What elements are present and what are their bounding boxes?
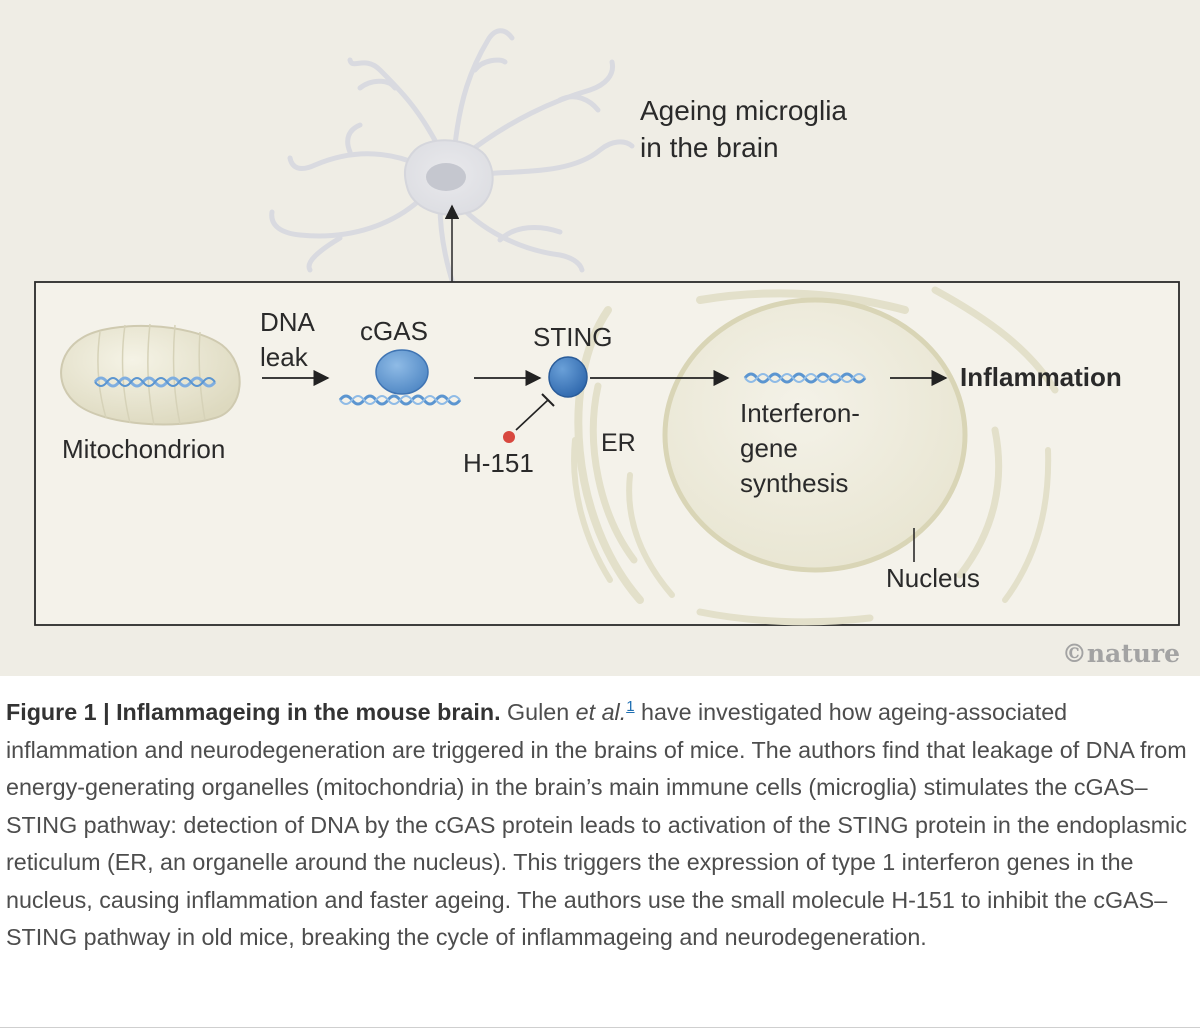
mitochondrion <box>60 323 241 426</box>
mitochondrion-label: Mitochondrion <box>62 434 225 464</box>
interferon-label-line3: synthesis <box>740 468 848 498</box>
cgas-protein <box>375 349 429 395</box>
inset-box <box>34 281 1180 626</box>
inflammation-label: Inflammation <box>960 362 1122 392</box>
microglia-label-line2: in the brain <box>640 132 779 163</box>
nucleus <box>662 297 968 573</box>
interferon-label-line1: Interferon- <box>740 398 860 428</box>
nature-credit: ©nature <box>1062 639 1180 668</box>
microglia-cell <box>269 28 635 293</box>
pathway-diagram: Ageing microglia in the brain Mitochondr… <box>34 28 1180 668</box>
figure-panel: Ageing microglia in the brain Mitochondr… <box>0 0 1200 676</box>
cgas-label: cGAS <box>360 316 428 346</box>
nucleus-label: Nucleus <box>886 563 980 593</box>
h151-molecule <box>503 431 515 443</box>
h151-label: H-151 <box>463 448 534 478</box>
er-label: ER <box>601 429 636 457</box>
caption-text-body: have investigated how ageing-associated … <box>6 699 1187 950</box>
interferon-label-line2: gene <box>740 433 798 463</box>
figure-caption: Figure 1 | Inflammageing in the mouse br… <box>6 694 1192 957</box>
dna-leak-label-line1: DNA <box>260 307 316 337</box>
caption-italic: et al. <box>575 699 627 725</box>
sting-label: STING <box>533 322 612 352</box>
inhibition-bar <box>541 393 555 407</box>
inhibition-line <box>515 399 549 431</box>
microglia-label-line1: Ageing microglia <box>640 95 847 126</box>
bottom-divider <box>0 1027 1200 1028</box>
caption-title: Figure 1 | Inflammageing in the mouse br… <box>6 699 501 725</box>
caption-text-start: Gulen <box>500 699 576 725</box>
reference-link[interactable]: 1 <box>626 698 635 716</box>
er-membranes <box>571 286 1059 626</box>
microglia-nucleus <box>426 163 466 191</box>
dna-leak-label-line2: leak <box>260 342 309 372</box>
sting-protein <box>548 356 588 398</box>
